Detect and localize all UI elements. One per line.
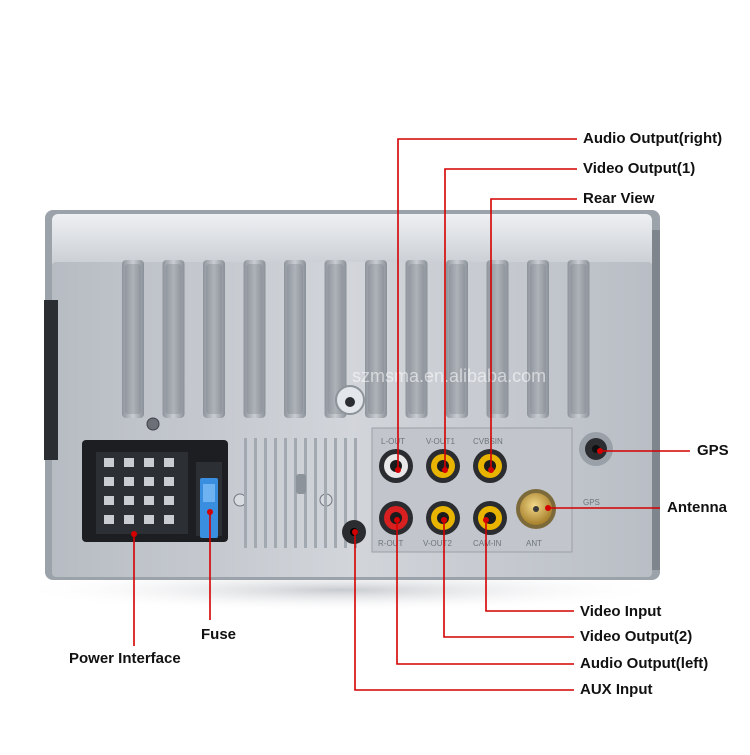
side-bracket [44, 300, 58, 460]
panel-markings: L-OUT V-OUT1 CVBSIN R-OUT V-OUT2 CAM-IN … [378, 437, 600, 548]
leader-rear-view [490, 198, 577, 470]
vent-fin-inner [530, 264, 546, 414]
label-video-input: Video Input [580, 603, 662, 620]
leader-video-input [485, 520, 574, 612]
panel-ridge [284, 438, 287, 548]
vent-fin [567, 260, 590, 418]
label-video-output-2: Video Output(2) [580, 628, 693, 645]
panel-ridge [344, 438, 347, 548]
vent-fin [162, 260, 185, 418]
watermark: szmsma.en.alibaba.com [352, 366, 546, 386]
marking-l-out: L-OUT [381, 437, 405, 446]
connector-pin [144, 496, 154, 505]
screw-icon [146, 417, 160, 431]
connector-pin [144, 458, 154, 467]
vent-fin [203, 260, 225, 418]
vent-fins [122, 260, 590, 418]
marking-ant: ANT [526, 539, 542, 548]
vent-fin [527, 260, 549, 418]
marking-cam-in: CAM-IN [473, 539, 502, 548]
label-aux-input: AUX Input [580, 681, 653, 698]
label-audio-output-left: Audio Output(left) [580, 655, 709, 672]
label-power-interface: Power Interface [69, 650, 181, 667]
label-fuse: Fuse [201, 626, 237, 643]
vent-fin-inner [368, 264, 384, 414]
connector-pin [144, 515, 154, 524]
vent-fin-inner [327, 264, 344, 414]
label-gps: GPS [697, 442, 729, 459]
slot [296, 474, 306, 494]
vent-fin [122, 260, 144, 418]
panel-ridge [324, 438, 327, 548]
rca-jack-cam-in [473, 501, 507, 535]
marking-v-out2: V-OUT2 [423, 539, 452, 548]
marking-cvbs-in: CVBSIN [473, 437, 503, 446]
panel-ridge [254, 438, 257, 548]
vent-fin [446, 260, 468, 418]
label-audio-output-right: Audio Output(right) [583, 130, 723, 147]
connector-pin [104, 477, 114, 486]
vent-fin [405, 260, 428, 418]
panel-ridge [314, 438, 317, 548]
panel-ridges [244, 438, 357, 548]
leader-video-output-1 [444, 168, 577, 470]
connector-pin [124, 458, 134, 467]
panel-ridge [294, 438, 297, 548]
leader-audio-output-left [396, 520, 574, 665]
marking-gps: GPS [583, 498, 600, 507]
panel-ridge [334, 438, 337, 548]
vent-fin-inner [125, 264, 141, 414]
vent-fin [486, 260, 509, 418]
panel-ridge [274, 438, 277, 548]
connector-pin [104, 458, 114, 467]
leader-audio-output-right [397, 138, 577, 470]
vent-fin-inner [246, 264, 263, 414]
vent-fin-inner [287, 264, 303, 414]
connector-pin [124, 496, 134, 505]
fuse-icon [200, 478, 218, 538]
connector-pin [104, 515, 114, 524]
leader-aux-input [354, 532, 574, 691]
antenna-socket [516, 489, 556, 529]
panel-ridge [354, 438, 357, 548]
vent-fin [243, 260, 266, 418]
panel-ridge [264, 438, 267, 548]
leader-lines [133, 138, 690, 691]
panel-ridge [244, 438, 247, 548]
center-screw [335, 385, 365, 415]
vent-fin-inner [408, 264, 425, 414]
vent-fin-inner [489, 264, 506, 414]
gps-socket [579, 432, 613, 466]
connector-pin [124, 515, 134, 524]
marking-v-out1: V-OUT1 [426, 437, 455, 446]
leader-endpoints [131, 448, 603, 537]
label-antenna: Antenna [667, 499, 727, 516]
vent-fin [324, 260, 347, 418]
rca-jack-v-out1 [426, 449, 460, 483]
connector-pin [124, 477, 134, 486]
rca-jack-cvbs-in [473, 449, 507, 483]
label-rear-view: Rear View [583, 190, 655, 207]
connector-pin [164, 496, 174, 505]
vent-fin-inner [449, 264, 465, 414]
rca-jack-l-out [379, 449, 413, 483]
connector-pin [164, 458, 174, 467]
connector-pin [104, 496, 114, 505]
vent-fin [284, 260, 306, 418]
connector-pin [164, 477, 174, 486]
leader-video-output-2 [443, 520, 574, 638]
connector-pin [164, 515, 174, 524]
vent-fin-inner [206, 264, 222, 414]
panel-ridge [304, 438, 307, 548]
connector-pin [144, 477, 154, 486]
vent-fin-inner [570, 264, 587, 414]
marking-r-out: R-OUT [378, 539, 403, 548]
vent-fin-inner [165, 264, 182, 414]
label-video-output-1: Video Output(1) [583, 160, 696, 177]
vent-fin [365, 260, 387, 418]
